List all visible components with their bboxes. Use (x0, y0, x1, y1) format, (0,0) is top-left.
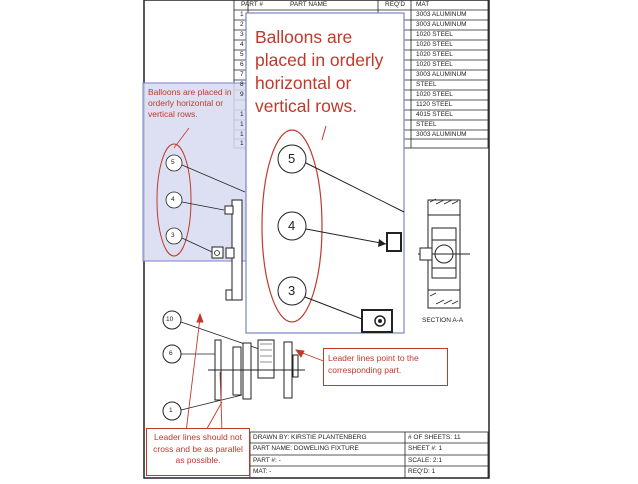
red-leaders (185, 312, 327, 433)
part-material: 3003 ALUMINUM (416, 21, 467, 28)
part-material: STEEL (416, 81, 437, 88)
part-number: 1 (240, 111, 244, 118)
part-number: 9 (240, 91, 244, 98)
part-material: 3003 ALUMINUM (416, 71, 467, 78)
title-part-name: PART NAME: DOWELING FIXTURE (253, 445, 359, 452)
part-number: 1 (240, 121, 244, 128)
part-number: 7 (240, 71, 244, 78)
part-material: 1120 STEEL (416, 101, 453, 108)
small-balloon-4 (165, 191, 183, 209)
part-material: 4015 STEEL (416, 111, 453, 118)
part-number: 3 (240, 31, 244, 38)
big-balloon-4-label: 4 (288, 218, 296, 233)
small-balloon-4-label: 4 (171, 196, 175, 203)
big-balloon-4 (277, 211, 307, 241)
title-num-sheets: # OF SHEETS: 11 (408, 434, 461, 441)
big-balloon-3-label: 3 (288, 283, 296, 298)
part-number: 1 (240, 11, 244, 18)
lower-assembly (162, 310, 305, 421)
leader-cross-note: Leader lines should not cross and be as … (153, 432, 243, 465)
title-material: MAT: - (253, 468, 272, 475)
part-number: 4 (240, 41, 244, 48)
table-header-name: PART NAME (290, 1, 328, 8)
lower-balloon-1-label: 1 (169, 407, 173, 414)
part-number: 5 (240, 51, 244, 58)
part-number: 1 (240, 131, 244, 138)
big-balloon-note: Balloons are placed in orderly horizonta… (255, 27, 384, 116)
section-view (418, 198, 470, 309)
part-number: 6 (240, 61, 244, 68)
title-scale: SCALE: 2:1 (408, 457, 442, 464)
table-header-reqd: REQ'D (385, 1, 406, 8)
part-number: 1 (240, 140, 244, 147)
part-material: 1020 STEEL (416, 91, 453, 98)
title-reqd: REQ'D: 1 (408, 468, 436, 475)
small-balloon-5-label: 5 (171, 159, 175, 166)
big-balloon-5 (277, 144, 307, 174)
small-balloon-5 (165, 154, 183, 172)
lower-balloon-10 (162, 310, 182, 330)
part-number: 2 (240, 21, 244, 28)
front-view-part (224, 199, 243, 301)
big-balloon-3 (277, 276, 307, 306)
lower-balloon-10-label: 10 (166, 316, 174, 323)
big-balloon-group (261, 125, 405, 333)
small-balloon-3 (165, 227, 183, 245)
table-header-mat: MAT (416, 1, 430, 8)
leader-note-box (323, 348, 448, 386)
part-material: 1020 STEEL (416, 51, 453, 58)
part-material: 3003 ALUMINUM (416, 11, 467, 18)
cross-note-box (146, 428, 250, 476)
title-block-grid (249, 431, 489, 479)
small-balloon-3-label: 3 (171, 232, 175, 239)
table-header-part: PART # (241, 1, 264, 8)
big-highlight-panel (245, 12, 405, 334)
title-drawn-by: DRAWN BY: KIRSTIE PLANTENBERG (253, 434, 367, 441)
title-sheet-number: SHEET #: 1 (408, 445, 443, 452)
title-part-number: PART #: - (253, 457, 281, 464)
part-material: 1020 STEEL (416, 41, 453, 48)
big-balloon-5-label: 5 (288, 151, 296, 166)
part-material: STEEL (416, 121, 437, 128)
part-material: 1020 STEEL (416, 61, 453, 68)
part-number: 8 (240, 81, 244, 88)
lower-balloon-1 (162, 401, 182, 421)
part-material: 3003 ALUMINUM (416, 131, 467, 138)
small-balloon-group (156, 127, 246, 259)
small-balloon-note: Balloons are placed in orderly horizonta… (148, 87, 232, 119)
section-label: SECTION A-A (422, 317, 464, 324)
lower-balloon-6-label: 6 (169, 350, 173, 357)
part-material: 1020 STEEL (416, 31, 453, 38)
leader-point-note: Leader lines point to the corresponding … (328, 353, 419, 375)
